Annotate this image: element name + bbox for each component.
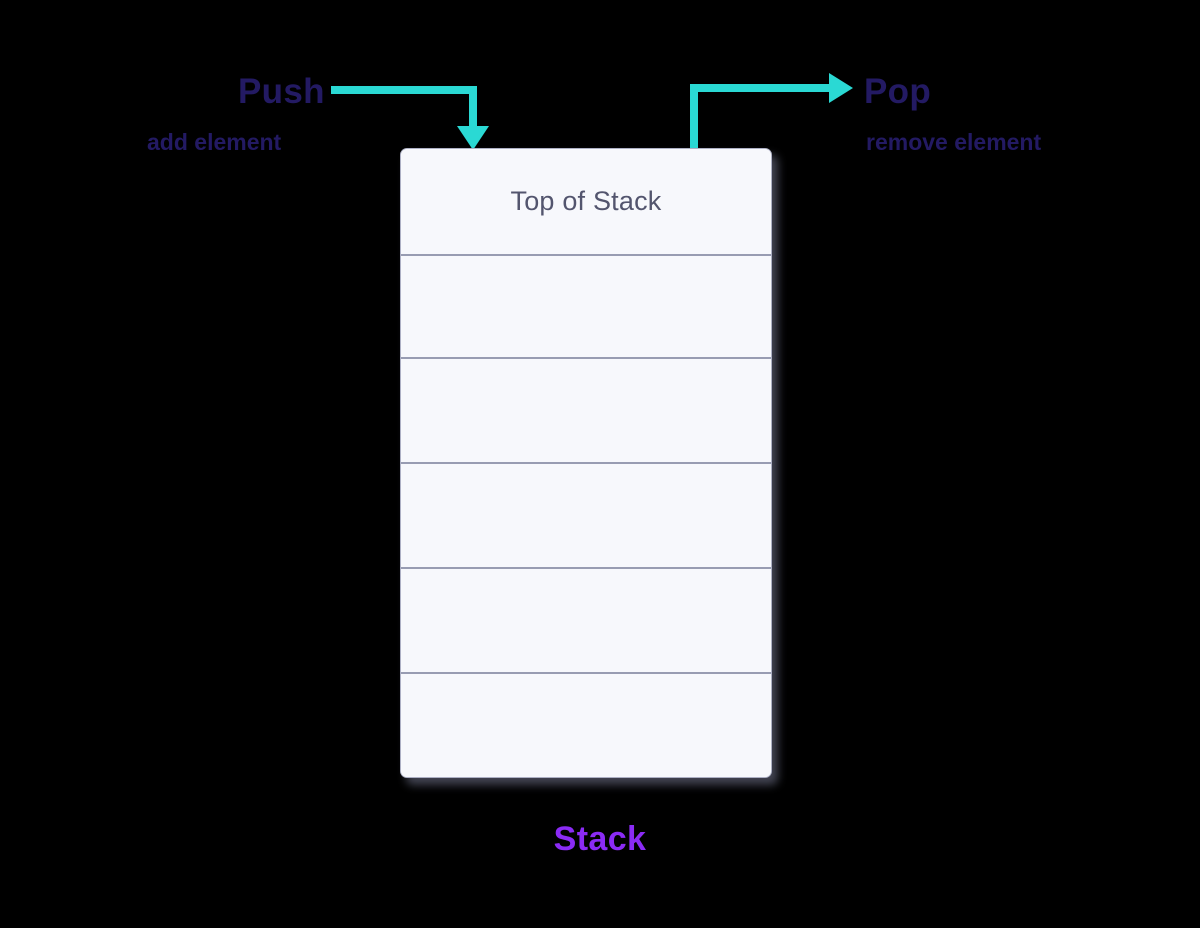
stack-cell xyxy=(401,359,771,464)
stack-cell xyxy=(401,569,771,674)
stack-cell: Top of Stack xyxy=(401,149,771,256)
stack-caption: Stack xyxy=(553,820,647,858)
stack-cell-label: Top of Stack xyxy=(510,186,662,216)
stack-container: Top of Stack xyxy=(400,148,772,778)
push-label: Push xyxy=(238,72,325,111)
pop-arrow xyxy=(690,73,853,148)
push-arrow xyxy=(331,86,489,150)
pop-label: Pop xyxy=(864,72,932,111)
stack-cell xyxy=(401,464,771,569)
push-description: add element xyxy=(147,129,282,155)
stack-cell xyxy=(401,674,771,777)
stack-cell xyxy=(401,256,771,359)
pop-description: remove element xyxy=(866,129,1042,155)
